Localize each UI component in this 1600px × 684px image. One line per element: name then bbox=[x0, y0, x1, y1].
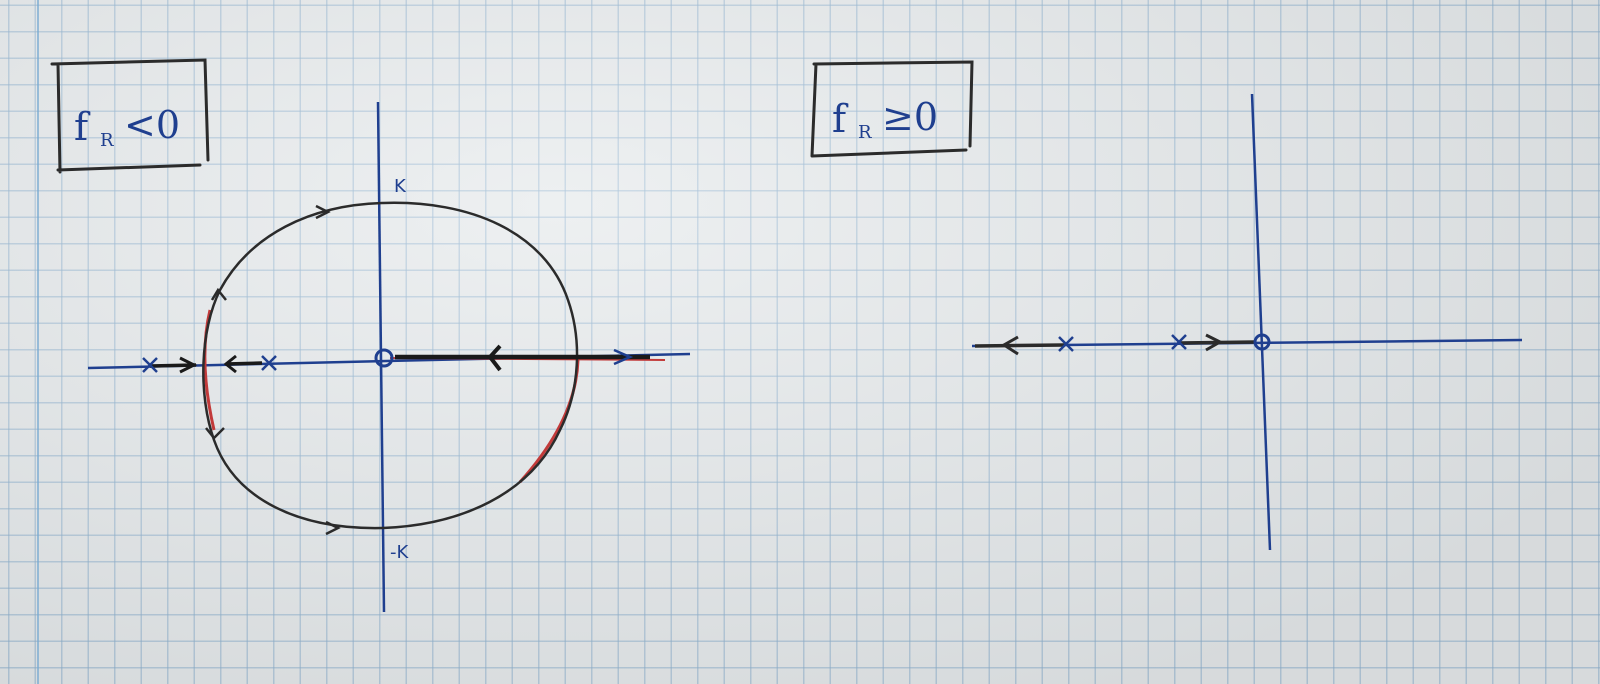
left-label-relation: <0 bbox=[124, 103, 180, 147]
left-arrow-bottom bbox=[325, 520, 341, 536]
left-label-frame bbox=[50, 58, 210, 174]
right-arrow-left bbox=[1001, 335, 1019, 356]
left-arrow-lower-left bbox=[205, 427, 225, 440]
right-diagram: f R ≥0 bbox=[810, 60, 1523, 551]
left-arrow-axis-4 bbox=[613, 348, 634, 366]
right-label-relation: ≥0 bbox=[882, 95, 938, 139]
left-circle-locus bbox=[202, 201, 579, 530]
left-axis-label-bottom: -K bbox=[390, 542, 409, 563]
left-arrow-axis-1 bbox=[179, 356, 198, 374]
left-pole-1 bbox=[142, 357, 158, 373]
left-arrow-axis-2 bbox=[223, 354, 237, 374]
right-zero bbox=[1253, 333, 1271, 351]
left-zero bbox=[374, 348, 394, 368]
left-pole-2 bbox=[261, 355, 277, 371]
right-label-frame bbox=[810, 60, 974, 158]
left-label-sub: R bbox=[100, 130, 114, 151]
left-label-f: f bbox=[74, 105, 91, 149]
left-imag-axis bbox=[376, 101, 386, 613]
right-label-box: f R ≥0 bbox=[810, 60, 974, 158]
left-axis-locus-left bbox=[149, 363, 197, 368]
left-arrow-upper-left bbox=[210, 287, 227, 301]
right-pole-2 bbox=[1171, 334, 1187, 350]
left-arrow-axis-3 bbox=[487, 344, 502, 372]
right-label-sub: R bbox=[858, 122, 872, 143]
left-red-trace-right bbox=[518, 359, 580, 484]
margin-line bbox=[37, 0, 39, 684]
left-diagram: f R <0 bbox=[50, 58, 691, 613]
right-imag-axis bbox=[1250, 93, 1272, 551]
right-label-f: f bbox=[832, 97, 849, 141]
right-pole-1 bbox=[1058, 336, 1074, 352]
right-axis-locus-left bbox=[974, 343, 1065, 348]
left-axis-locus-inner bbox=[225, 361, 263, 366]
left-arrow-top bbox=[315, 204, 331, 220]
left-axis-label-top: K bbox=[394, 176, 407, 197]
right-arrow-right bbox=[1205, 333, 1224, 352]
left-label-box: f R <0 bbox=[50, 58, 210, 174]
